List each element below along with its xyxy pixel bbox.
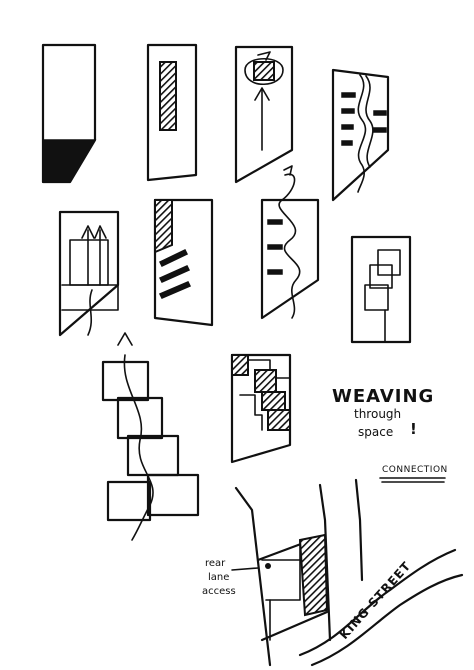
connection-underline xyxy=(379,477,446,483)
sketch-9-stepped-squares-path xyxy=(101,332,200,541)
note-connection: CONNECTION xyxy=(382,465,448,475)
sketch-3-courtyard-arrow xyxy=(234,45,294,184)
note-space: space xyxy=(358,425,393,439)
map-label-street: KING STREET xyxy=(337,559,414,642)
sketch-10-stepped-wall xyxy=(230,353,292,464)
sketch-4-weaving-path xyxy=(331,68,390,202)
map-label-rear: rear xyxy=(205,558,226,569)
note-through: through xyxy=(354,407,401,421)
rear-lane-dot xyxy=(265,563,271,569)
site-map xyxy=(231,478,464,667)
sketch-6-hatched-edge xyxy=(153,198,214,327)
sketch-2-central-slot xyxy=(146,43,198,182)
sketch-5-stacked-blocks xyxy=(58,210,120,337)
note-exclamation: ! xyxy=(410,420,417,438)
map-label-access: access xyxy=(202,586,236,597)
sketch-1-corner-wedge xyxy=(41,43,97,184)
note-weaving: WEAVING xyxy=(332,386,434,407)
sketch-8-offset-squares xyxy=(350,235,412,344)
map-label-lane: lane xyxy=(208,572,229,583)
sketch-7-wave-ribbon xyxy=(260,165,320,320)
